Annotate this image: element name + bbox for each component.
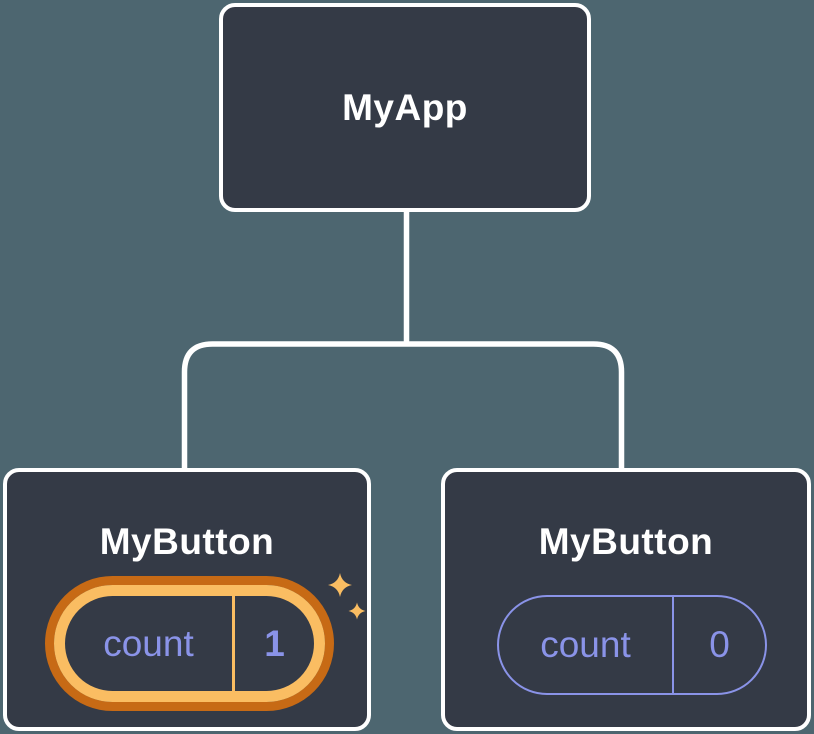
sparkles-icon [328,573,366,620]
root-node-label: MyApp [342,86,468,128]
state-value: 1 [264,622,285,664]
state-badge-plain: count 0 [497,595,767,695]
state-badge-divider [672,597,674,693]
state-name-label: count [540,624,631,665]
tree-node-root: MyApp [219,3,591,212]
state-badge-highlighted: count 1 [54,585,325,702]
state-name-label: count [103,622,194,664]
tree-node-mybutton-highlighted: MyButton count 1 [3,468,371,731]
state-badge-divider [232,596,235,691]
state-value: 0 [709,624,730,665]
child-node-label: MyButton [99,521,275,562]
child-node-label: MyButton [538,521,714,562]
connector-branch-bracket [181,341,625,471]
tree-node-mybutton-plain: MyButton count 0 [441,468,811,731]
